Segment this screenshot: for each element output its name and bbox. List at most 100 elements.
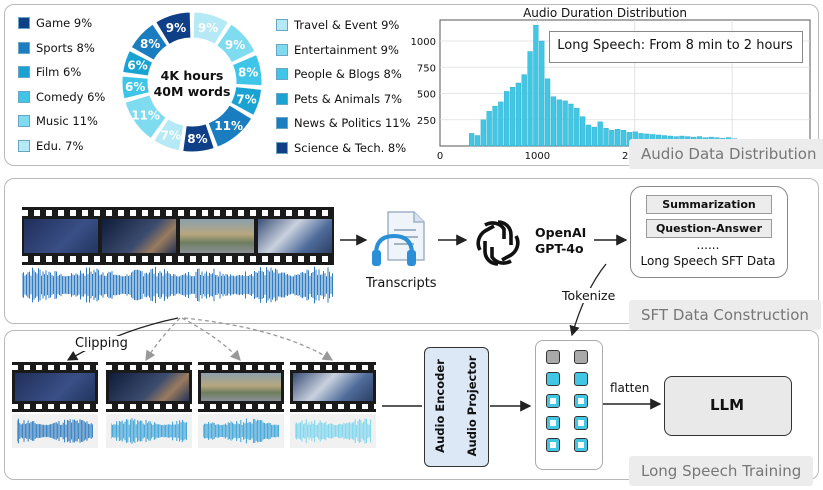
histogram-annotation-box	[549, 31, 803, 63]
legend-swatch	[276, 92, 288, 105]
token-cell-audio	[546, 416, 560, 430]
legend-item: Music 11%	[18, 114, 98, 128]
training-section-tag: Long Speech Training	[629, 456, 814, 486]
legend-swatch	[18, 17, 30, 29]
donut-slice	[207, 104, 253, 148]
legend-item: Film 6%	[18, 65, 81, 79]
donut-slice-label: 7%	[161, 128, 181, 142]
legend-swatch	[276, 117, 288, 129]
histogram-bar	[609, 130, 615, 147]
clip-waveform	[17, 418, 93, 444]
donut-center-words: 40M words	[153, 84, 231, 99]
legend-item: Travel & Event 9%	[276, 18, 399, 32]
histogram-bar	[492, 105, 498, 147]
clip-filmstrip	[12, 362, 98, 412]
donut-slice-label: 9%	[198, 21, 218, 35]
clip-waveform	[111, 418, 187, 444]
legend-label: Film 6%	[36, 65, 82, 79]
donut-slice-label: 8%	[187, 132, 207, 146]
histogram-bar	[550, 96, 557, 147]
legend-label: Game 9%	[36, 16, 93, 30]
histogram-bar	[498, 101, 504, 147]
video-frame-anchor	[24, 219, 98, 253]
donut-slice-label: 6%	[125, 80, 145, 94]
legend-item: Science & Tech. 8%	[276, 141, 406, 155]
legend-label: News & Politics 11%	[294, 116, 411, 130]
donut-center-hours: 4K hours	[160, 68, 224, 83]
legend-swatch	[18, 66, 30, 78]
donut-slice-label: 8%	[238, 66, 258, 80]
y-tick-label: 1000	[411, 37, 436, 48]
donut-slice	[122, 49, 154, 77]
y-tick-label: 500	[417, 90, 436, 101]
clip-frame	[109, 373, 189, 401]
token-cell-audio	[574, 372, 588, 386]
clip-filmstrip	[290, 362, 376, 412]
legend-item: Entertainment 9%	[276, 43, 399, 57]
histogram-bar	[603, 127, 609, 147]
distribution-section-tag: Audio Data Distribution	[629, 139, 823, 169]
legend-swatch	[276, 68, 288, 80]
histogram-bar	[521, 74, 527, 147]
histogram-bar	[515, 82, 521, 147]
token-cell-text	[574, 350, 588, 364]
legend-label: Comedy 6%	[36, 89, 106, 104]
histogram-bar	[568, 103, 574, 147]
legend-label: Music 11%	[36, 114, 98, 128]
donut-slice	[192, 11, 229, 46]
legend-label: Travel & Event 9%	[294, 18, 400, 32]
token-cell-text	[546, 350, 560, 364]
legend-item: People & Blogs 8%	[276, 67, 402, 81]
legend-swatch	[18, 90, 30, 103]
legend-item: Edu. 7%	[18, 139, 83, 153]
histogram-bar	[480, 119, 486, 147]
donut-slice-label: 9%	[225, 38, 245, 52]
sft-section-tag: SFT Data Construction	[629, 300, 821, 330]
legend-label: Science & Tech. 8%	[294, 140, 407, 155]
token-cell-audio	[574, 416, 588, 430]
legend-label: Pets & Animals 7%	[294, 91, 403, 106]
donut-slice	[155, 11, 192, 46]
token-cell-audio	[574, 438, 588, 452]
clip-frame	[201, 373, 281, 401]
donut-slice	[216, 23, 256, 64]
histogram-bar	[620, 130, 627, 147]
histogram-bar	[591, 126, 597, 147]
clipping-label: Clipping	[73, 336, 130, 351]
histogram-bar	[533, 25, 539, 147]
clip-frame	[15, 373, 95, 401]
token-cell-audio	[546, 438, 560, 452]
legend-item: News & Politics 11%	[276, 116, 411, 130]
donut-slice-label: 6%	[127, 59, 147, 73]
flatten-label: flatten	[610, 381, 650, 395]
sft-arrows	[340, 234, 628, 246]
long-audio-waveform	[22, 266, 333, 304]
legend-item: Sports 8%	[18, 41, 95, 55]
gpt4o-label: GPT-4o	[535, 241, 584, 256]
donut-slice	[130, 23, 168, 61]
donut-slice	[182, 123, 215, 153]
histogram-bar	[556, 99, 562, 147]
histogram-bar	[504, 91, 510, 147]
histogram-plot: 25050075010000100020003000Audio Duration…	[411, 6, 811, 162]
legend-swatch	[18, 41, 30, 54]
donut-slice	[153, 118, 185, 152]
x-tick-label: 1000	[525, 151, 550, 162]
token-cell-audio	[574, 394, 588, 408]
histogram-bar	[580, 116, 586, 147]
token-cell-audio	[546, 394, 560, 408]
tokenize-label: Tokenize	[560, 288, 618, 303]
histogram-title: Audio Duration Distribution	[523, 6, 687, 20]
video-frame-racetrack	[180, 219, 254, 253]
legend-label: Entertainment 9%	[294, 42, 399, 57]
donut-slice-label: 9%	[166, 21, 186, 35]
openai-label: OpenAI	[535, 225, 587, 240]
histogram-bar	[486, 111, 492, 147]
llm-block	[664, 376, 792, 436]
donut-slice-label: 11%	[131, 109, 160, 123]
histogram-annotation: Long Speech: From 8 min to 2 hours	[557, 38, 793, 53]
histogram-bar	[574, 107, 580, 147]
audio-projector-block	[456, 347, 489, 467]
donut-slice-label: 8%	[140, 37, 160, 51]
clip-filmstrip	[198, 362, 284, 412]
